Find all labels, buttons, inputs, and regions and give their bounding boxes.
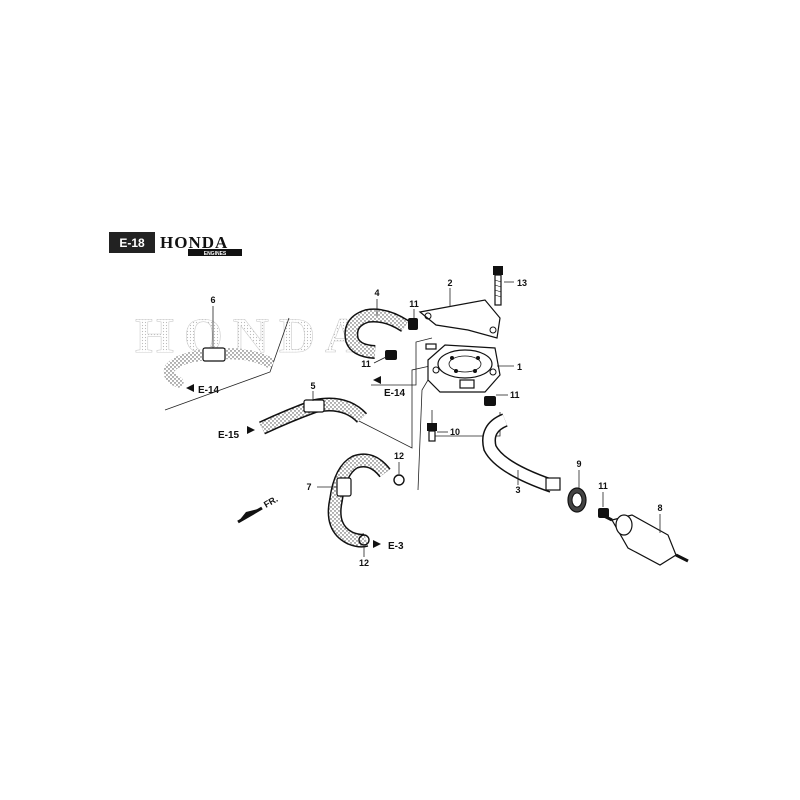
brand-sub: ENGINES xyxy=(204,251,227,257)
hose-6: 6 E-14 xyxy=(163,295,274,396)
fuel-filter-8: 8 xyxy=(599,503,689,566)
fuel-pump-1: 1 xyxy=(425,343,522,393)
callout-9: 9 xyxy=(576,459,581,469)
front-direction-arrow: FR. xyxy=(237,494,280,524)
section-code: E-18 xyxy=(119,236,145,250)
hose-4: 4 E-14 xyxy=(344,288,409,399)
direction-label: FR. xyxy=(262,494,280,510)
callout-11-lower: 11 xyxy=(361,359,371,369)
callout-12-lower: 12 xyxy=(359,558,369,568)
brand-name: HONDA xyxy=(160,233,228,252)
clip-11-lower: 11 xyxy=(361,350,397,369)
callout-11-pump: 11 xyxy=(510,390,520,400)
callout-13: 13 xyxy=(517,278,527,288)
bolt-13: 13 xyxy=(493,266,527,306)
callout-6: 6 xyxy=(210,295,215,305)
callout-3: 3 xyxy=(515,485,520,495)
callout-11-filter: 11 xyxy=(598,481,608,491)
callout-8: 8 xyxy=(657,503,662,513)
ref-e3: E-3 xyxy=(388,541,404,552)
ref-e14-mid: E-14 xyxy=(384,388,406,399)
callout-7: 7 xyxy=(306,482,311,492)
ref-e15: E-15 xyxy=(218,430,240,441)
clip-11-upper: 11 xyxy=(408,299,419,330)
callout-10: 10 xyxy=(450,427,460,437)
callout-5: 5 xyxy=(310,381,315,391)
clip-12-upper: 12 xyxy=(393,451,405,486)
clip-11-pump: 11 xyxy=(484,390,520,406)
hose-7: 7 xyxy=(306,453,391,548)
clip-11-filter: 11 xyxy=(598,481,609,518)
section-header: E-18 HONDA ENGINES xyxy=(109,232,242,257)
callout-4: 4 xyxy=(374,288,379,298)
ref-e14-left: E-14 xyxy=(198,385,220,396)
hose-5: 5 E-15 xyxy=(218,381,368,441)
section-badge xyxy=(109,232,155,253)
clip-12-lower: 12 E-3 xyxy=(358,534,404,568)
callout-12-upper: 12 xyxy=(394,451,404,461)
bolt-10: 10 xyxy=(427,423,460,442)
hose-3: 3 xyxy=(482,413,561,495)
callout-1: 1 xyxy=(517,362,522,372)
callout-11-upper: 11 xyxy=(409,299,419,309)
honda-watermark: HONDA xyxy=(135,307,371,363)
callout-2: 2 xyxy=(447,278,452,288)
bracket-2: 2 xyxy=(418,278,501,339)
honda-logo: HONDA ENGINES xyxy=(160,233,242,257)
grommet-9: 9 xyxy=(567,459,587,513)
